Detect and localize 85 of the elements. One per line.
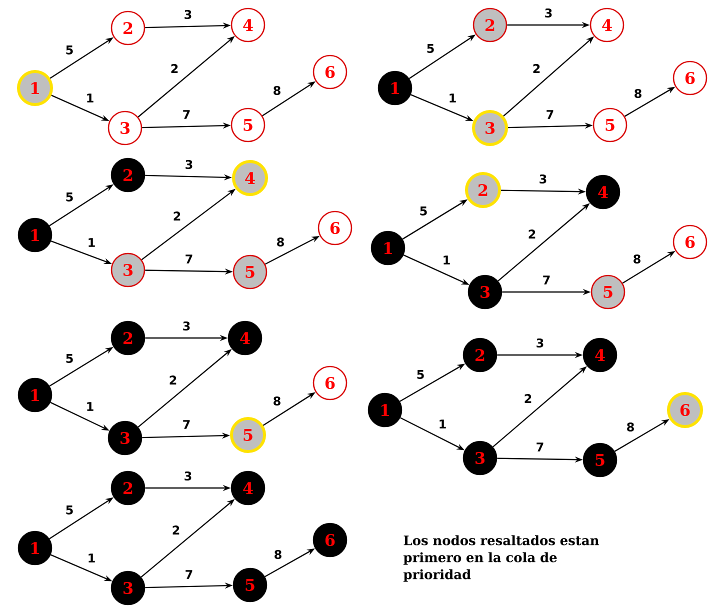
graph-node: 4 [230, 470, 266, 506]
edge-label: 3 [182, 470, 194, 482]
edge-label: 2 [170, 524, 182, 536]
edge-label: 1 [84, 92, 96, 104]
graph-node: 3 [108, 110, 142, 146]
graph-node: 5 [232, 254, 268, 290]
edge-label: 7 [184, 569, 194, 580]
edge-label: 8 [272, 395, 282, 407]
graph-node: 6 [672, 60, 708, 96]
edge-label: 8 [632, 88, 644, 100]
graph-node: 2 [472, 8, 508, 42]
graph-node: 4 [582, 338, 618, 372]
edge-label: 8 [625, 421, 636, 433]
edge-label: 5 [64, 353, 75, 364]
graph-node: 1 [378, 70, 412, 106]
graph-node: 3 [468, 274, 502, 310]
graph-node: 3 [110, 570, 146, 606]
edge-label: 7 [544, 109, 556, 120]
highlighted-node: 5 [230, 417, 266, 453]
edge-label: 3 [534, 337, 546, 349]
edge-label: 2 [168, 374, 178, 386]
edge-label: 8 [275, 236, 286, 248]
graph-node: 1 [368, 392, 402, 428]
edge-label: 5 [415, 369, 426, 380]
edge-label: 3 [184, 158, 194, 170]
edge-label: 7 [541, 274, 552, 286]
edge-label: 7 [184, 254, 194, 264]
graph-node: 4 [228, 320, 262, 356]
graph-node: 5 [230, 108, 266, 142]
graph-node: 5 [592, 108, 628, 142]
edge-label: 2 [169, 63, 180, 74]
edge-label: 8 [272, 84, 282, 96]
graph-node: 3 [462, 440, 498, 476]
graph-node: 6 [672, 224, 708, 260]
edge-label: 5 [425, 43, 436, 54]
graph-node: 3 [110, 252, 146, 288]
edge-label: 5 [64, 192, 75, 202]
edge-label: 3 [543, 7, 554, 19]
note-text: Los nodos resaltados estan primero en la cola de prioridad [404, 535, 599, 582]
edge-label: 5 [64, 44, 75, 56]
graph-node: 6 [318, 210, 352, 246]
graph-node: 4 [586, 174, 620, 210]
graph-node: 2 [110, 10, 146, 46]
graph-node: 3 [108, 420, 142, 456]
graph-node: 5 [232, 568, 268, 602]
edge-label: 3 [182, 8, 194, 20]
edge-label: 8 [632, 253, 642, 265]
graph-node: 1 [370, 230, 406, 266]
graph-node: 4 [230, 8, 266, 42]
graph-node: 6 [312, 366, 348, 400]
edge-label: 7 [181, 109, 192, 120]
highlighted-node: 3 [472, 110, 508, 146]
graph-node: 4 [590, 8, 624, 42]
edge-label: 7 [181, 419, 192, 430]
edge-label: 3 [181, 320, 192, 332]
edge-label: 5 [64, 504, 75, 516]
graph-node: 1 [18, 530, 52, 566]
highlighted-node: 2 [465, 172, 501, 208]
highlighted-node: 1 [17, 70, 53, 106]
graph-node: 5 [582, 442, 618, 478]
edge-label: 1 [86, 552, 97, 564]
edge-label: 8 [272, 548, 284, 560]
graph-node: 2 [462, 338, 498, 372]
graph-node: 2 [110, 158, 146, 192]
edge-label: 2 [526, 228, 538, 240]
edge-label: 7 [534, 442, 546, 452]
graph-node: 6 [312, 522, 348, 558]
edge-label: 2 [172, 210, 182, 222]
edge-label: 5 [418, 206, 429, 216]
highlighted-node: 6 [667, 392, 703, 428]
edge-label: 1 [86, 237, 97, 248]
edge-label: 1 [437, 418, 448, 430]
graph-node: 2 [110, 470, 146, 506]
graph-node: 6 [312, 54, 348, 90]
graph-node: 5 [590, 274, 626, 310]
edge-label: 2 [522, 393, 534, 404]
edge-label: 3 [538, 173, 548, 185]
graph-node: 2 [110, 320, 146, 356]
edge-label: 1 [84, 401, 96, 412]
edge-label: 1 [441, 254, 452, 266]
edge-label: 1 [447, 92, 458, 104]
edge-label: 2 [531, 63, 542, 74]
graph-node: 1 [18, 378, 52, 412]
graph-node: 1 [18, 218, 52, 252]
highlighted-node: 4 [232, 160, 268, 196]
